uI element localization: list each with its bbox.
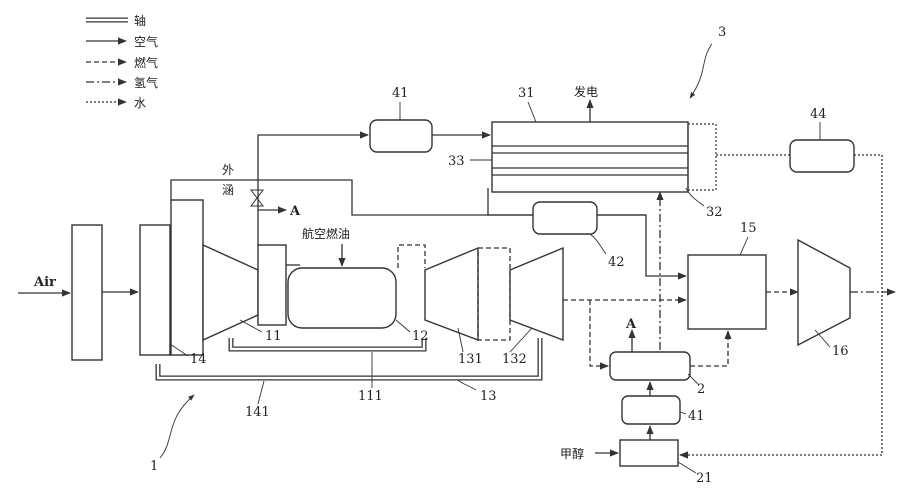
ref-3: 3 <box>718 25 726 40</box>
legend-air: 空气 <box>86 34 158 49</box>
reformer-out-label: A <box>625 317 637 332</box>
legend: 轴 空气 燃气 氢气 水 <box>86 13 158 110</box>
bleed-arrow-label: A <box>289 204 301 219</box>
ref-42-leader <box>590 234 606 254</box>
ref-31: 31 <box>518 86 535 101</box>
air-inlet-label: Air <box>33 275 56 290</box>
ref-12-leader <box>396 320 410 332</box>
ref-13-leader <box>458 380 476 390</box>
ref-44: 44 <box>810 107 827 122</box>
ref-21-leader <box>678 462 696 473</box>
ref-11: 11 <box>265 329 282 344</box>
legend-hydrogen-label: 氢气 <box>134 75 158 90</box>
ref-33: 33 <box>448 154 465 169</box>
ref-141-leader <box>258 381 264 404</box>
legend-fuel: 燃气 <box>86 55 158 70</box>
unit-41-bottom <box>622 396 680 424</box>
unit-42 <box>533 202 597 234</box>
legend-shaft: 轴 <box>86 13 146 28</box>
fuel-cell-stack-31 <box>492 122 688 192</box>
ref-131: 131 <box>458 352 483 367</box>
ref-42: 42 <box>608 255 625 270</box>
bleed-label-1: 外 <box>222 163 234 177</box>
ref-16: 16 <box>832 344 849 359</box>
ref-41-top: 41 <box>392 86 409 101</box>
compressor-outlet-duct <box>258 245 286 325</box>
methanol-label: 甲醇 <box>560 446 584 461</box>
water-collector-32 <box>688 124 716 190</box>
legend-fuel-label: 燃气 <box>134 55 158 70</box>
bleed-valve-icon <box>251 190 263 206</box>
fan-14 <box>140 225 170 355</box>
legend-water: 水 <box>86 96 146 110</box>
nozzle-16 <box>798 240 850 345</box>
lp-turbine-132 <box>510 248 563 340</box>
ref-32-leader <box>686 188 704 206</box>
combustor-12 <box>288 268 396 328</box>
legend-air-label: 空气 <box>134 34 158 49</box>
bleed-label-2: 涵 <box>222 183 234 197</box>
inlet-block <box>72 225 102 360</box>
ref-41-bottom-leader <box>680 412 686 414</box>
power-output-label: 发电 <box>574 84 598 99</box>
lp-compressor-block <box>171 200 203 355</box>
hp-turbine-131 <box>425 248 478 340</box>
ref-1-leader <box>160 395 194 458</box>
ref-15: 15 <box>740 221 757 236</box>
ref-13: 13 <box>480 389 497 404</box>
ref-31-leader <box>528 102 536 122</box>
ref-1: 1 <box>150 459 158 474</box>
inter-turbine-duct <box>478 248 510 340</box>
shaft-111 <box>231 338 424 349</box>
ref-111: 111 <box>358 389 383 404</box>
legend-shaft-label: 轴 <box>134 13 146 28</box>
ref-2: 2 <box>697 382 705 397</box>
ref-132-leader <box>510 328 532 352</box>
ref-141: 141 <box>245 405 270 420</box>
combustor-outlet-duct <box>398 245 425 268</box>
ref-132: 132 <box>502 352 527 367</box>
ref-14: 14 <box>190 352 207 367</box>
exhaust-to-reformer-line <box>590 300 608 366</box>
reformer-to-afterburner-line <box>690 331 728 366</box>
unit-44 <box>790 140 854 172</box>
ref-21: 21 <box>696 471 713 486</box>
ref-32: 32 <box>706 205 723 220</box>
ref-15-leader <box>740 237 748 255</box>
legend-water-label: 水 <box>134 96 146 110</box>
mixer-21 <box>620 440 678 466</box>
ref-41-bottom: 41 <box>688 409 705 424</box>
reformer-2 <box>610 352 690 380</box>
legend-hydrogen: 氢气 <box>86 75 158 90</box>
ref-2-leader <box>688 374 698 384</box>
aviation-fuel-label: 航空燃油 <box>302 226 350 241</box>
ref-3-leader <box>690 44 712 98</box>
ref-12: 12 <box>412 329 429 344</box>
afterburner-15 <box>688 255 766 329</box>
unit-41-top <box>370 120 432 152</box>
